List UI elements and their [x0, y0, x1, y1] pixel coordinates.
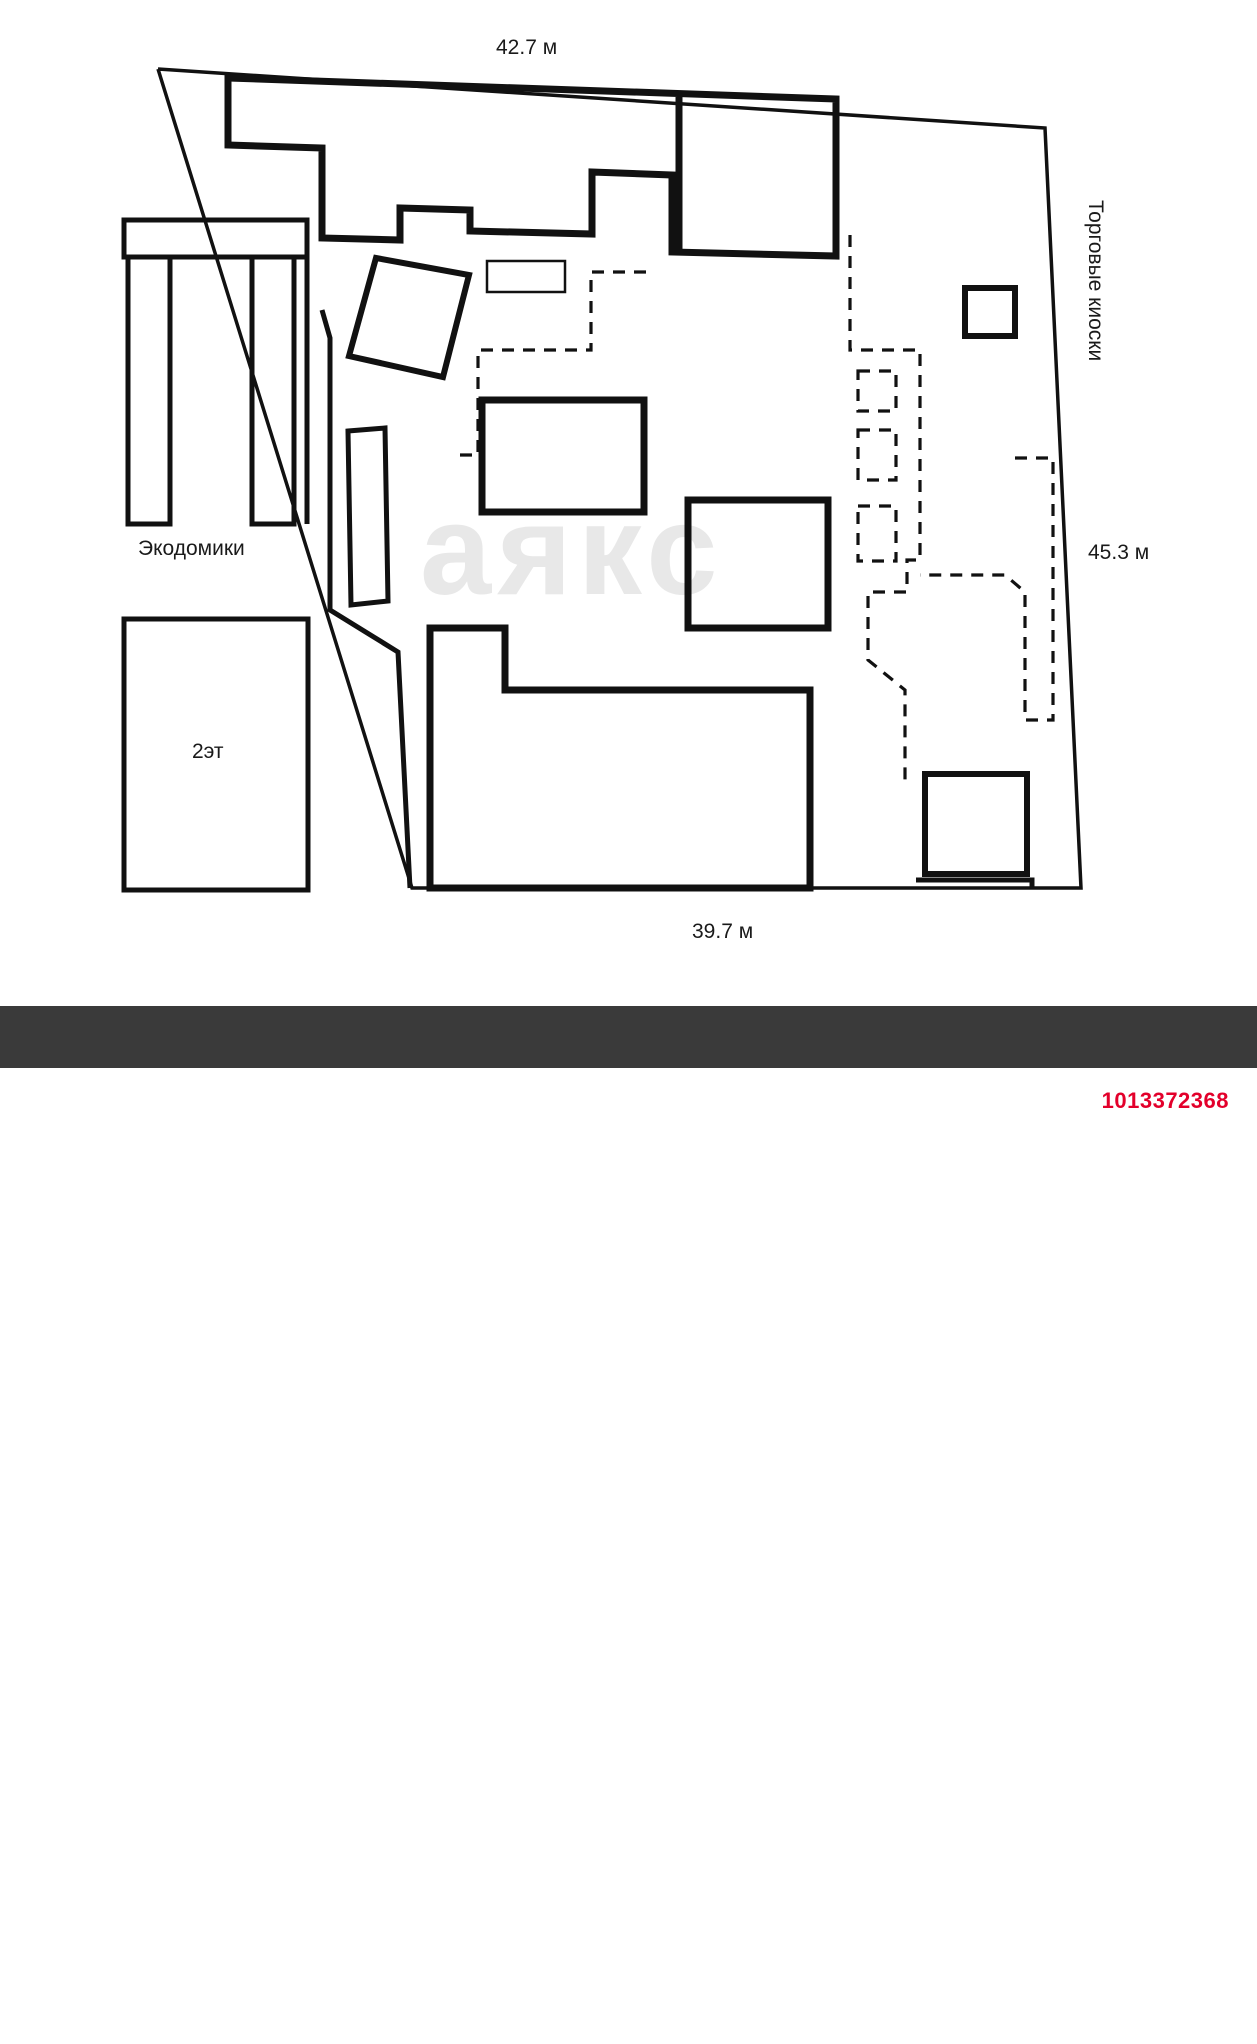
- parcel-left-inner-edge: [319, 309, 413, 889]
- building-small-outline: [485, 259, 567, 294]
- building-center-square: [684, 496, 832, 632]
- dashed-box-2: [856, 428, 898, 482]
- label-trade-kiosks: Торговые киоски: [1084, 200, 1107, 362]
- dashed-box-3: [856, 504, 898, 563]
- road-center-dashes: [0, 2040, 1257, 2044]
- label-ecohouses: Экодомики: [138, 537, 245, 560]
- parcel-boundary: [156, 67, 1083, 890]
- plan-geometry: [121, 67, 1083, 893]
- dashed-path-center: [848, 235, 922, 782]
- road-strip: [0, 1006, 1257, 2044]
- building-center-rect: [478, 396, 648, 516]
- building-bottom-right-base: [916, 877, 1035, 888]
- dashed-path-right: [920, 456, 1055, 722]
- building-bottom-L: [426, 624, 814, 892]
- dashed-path-left: [455, 270, 646, 457]
- building-rotated-square: [345, 254, 473, 381]
- dimension-top: 42.7 м: [496, 36, 558, 59]
- building-ecohouse-bar: [121, 217, 310, 260]
- dashed-paths: [455, 235, 1055, 782]
- building-top-complex: [224, 74, 840, 260]
- dashed-box-1: [856, 369, 898, 413]
- building-right-small-square: [962, 285, 1018, 339]
- building-bottom-right-square: [922, 771, 1030, 877]
- building-ecohouse-col-1: [125, 254, 173, 527]
- watermark-ayaks: аякс: [420, 479, 724, 622]
- dimension-right: 45.3 м: [1088, 541, 1150, 564]
- building-narrow-vertical: [345, 425, 391, 608]
- building-ecohouse-col-2: [249, 254, 297, 527]
- dimension-bottom: 39.7 м: [692, 920, 754, 943]
- building-two-storey: [121, 616, 311, 893]
- site-plan-diagram: аякс: [0, 36, 1257, 2044]
- listing-id: 1013372368: [1101, 1088, 1229, 1113]
- label-two-floors: 2эт: [192, 740, 224, 763]
